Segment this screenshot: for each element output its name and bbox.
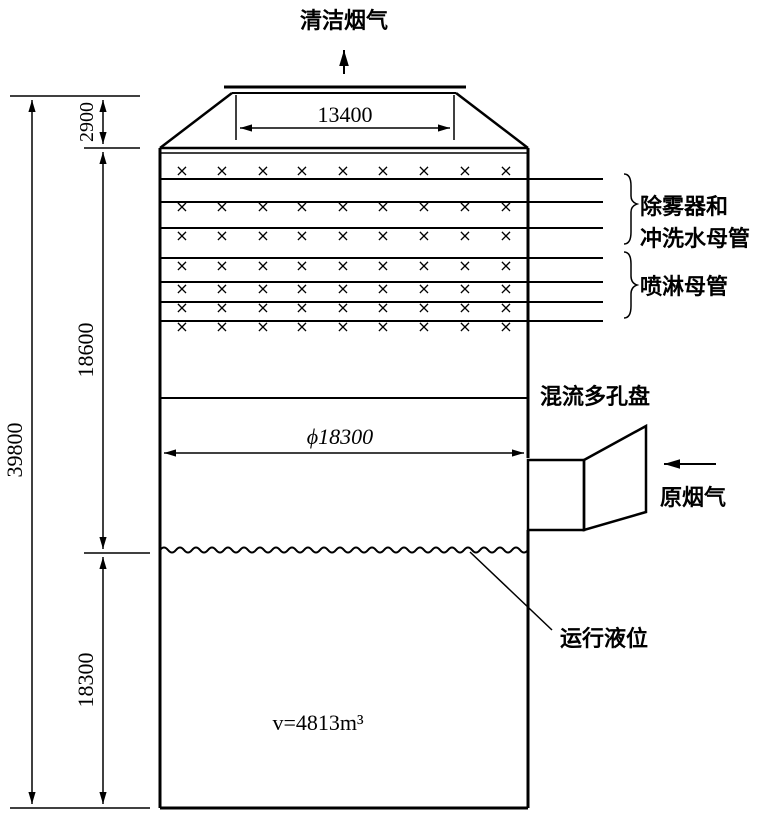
nozzle-mark: × xyxy=(336,226,349,245)
nozzle-mark: × xyxy=(499,197,512,216)
nozzle-mark: × xyxy=(215,298,228,317)
tray-label: 混流多孔盘 xyxy=(540,384,650,410)
nozzle-mark: × xyxy=(215,161,228,180)
nozzle-mark: × xyxy=(499,317,512,336)
nozzle-mark: × xyxy=(215,256,228,275)
raw-gas-label: 原烟气 xyxy=(660,485,726,511)
top-width-dimension xyxy=(235,95,455,140)
nozzle-mark: × xyxy=(295,197,308,216)
demister-bracket xyxy=(623,173,640,245)
bottom-height-label: 18300 xyxy=(73,653,98,708)
nozzle-mark: × xyxy=(175,298,188,317)
clean-gas-label: 清洁烟气 xyxy=(300,8,388,34)
nozzle-mark: × xyxy=(336,317,349,336)
nozzle-mark: × xyxy=(175,279,188,298)
nozzle-mark: × xyxy=(215,279,228,298)
nozzle-mark: × xyxy=(175,197,188,216)
nozzle-mark: × xyxy=(458,317,471,336)
nozzle-mark: × xyxy=(295,298,308,317)
header-lines xyxy=(160,178,603,322)
nozzle-mark: × xyxy=(295,317,308,336)
nozzle-mark: × xyxy=(295,279,308,298)
nozzle-mark: × xyxy=(256,226,269,245)
spray-nozzles: ××××××××××××××××××××××××××××××××××××××××… xyxy=(175,161,512,336)
spray-header-label: 喷淋母管 xyxy=(640,274,728,300)
nozzle-mark: × xyxy=(458,256,471,275)
nozzle-mark: × xyxy=(256,298,269,317)
nozzle-mark: × xyxy=(215,226,228,245)
inlet-duct xyxy=(526,423,648,532)
diameter-label: ϕ18300 xyxy=(307,424,373,449)
vertical-dimensions xyxy=(10,95,150,809)
nozzle-mark: × xyxy=(256,256,269,275)
nozzle-mark: × xyxy=(376,298,389,317)
middle-height-label: 18600 xyxy=(73,323,98,378)
nozzle-mark: × xyxy=(376,256,389,275)
nozzle-mark: × xyxy=(417,279,430,298)
level-leader xyxy=(469,551,553,631)
nozzle-mark: × xyxy=(175,226,188,245)
spray-bracket xyxy=(623,251,640,319)
nozzle-mark: × xyxy=(376,279,389,298)
tower-shell xyxy=(158,148,530,810)
cone-height-label: 2900 xyxy=(76,102,98,142)
nozzle-mark: × xyxy=(175,161,188,180)
top-width-label: 13400 xyxy=(318,102,373,127)
nozzle-mark: × xyxy=(499,256,512,275)
nozzle-mark: × xyxy=(417,256,430,275)
nozzle-mark: × xyxy=(376,226,389,245)
nozzle-mark: × xyxy=(175,317,188,336)
nozzle-mark: × xyxy=(458,279,471,298)
nozzle-mark: × xyxy=(376,161,389,180)
nozzle-mark: × xyxy=(499,298,512,317)
nozzle-mark: × xyxy=(499,279,512,298)
nozzle-mark: × xyxy=(336,161,349,180)
liquid-level-wave xyxy=(159,546,529,554)
nozzle-mark: × xyxy=(295,226,308,245)
nozzle-mark: × xyxy=(175,256,188,275)
demister-label-line2: 冲洗水母管 xyxy=(640,226,750,252)
nozzle-mark: × xyxy=(417,197,430,216)
nozzle-mark: × xyxy=(458,226,471,245)
demister-label-line1: 除雾器和 xyxy=(640,194,728,220)
nozzle-mark: × xyxy=(256,197,269,216)
nozzle-mark: × xyxy=(417,298,430,317)
outlet-cone xyxy=(159,85,529,154)
nozzle-mark: × xyxy=(458,197,471,216)
volume-label: v=4813m³ xyxy=(272,710,364,735)
nozzle-mark: × xyxy=(295,256,308,275)
nozzle-mark: × xyxy=(376,317,389,336)
nozzle-mark: × xyxy=(417,317,430,336)
nozzle-mark: × xyxy=(336,197,349,216)
nozzle-mark: × xyxy=(256,161,269,180)
nozzle-mark: × xyxy=(215,317,228,336)
nozzle-mark: × xyxy=(336,256,349,275)
nozzle-mark: × xyxy=(376,197,389,216)
nozzle-mark: × xyxy=(256,317,269,336)
nozzle-mark: × xyxy=(417,161,430,180)
nozzle-mark: × xyxy=(336,298,349,317)
nozzle-mark: × xyxy=(499,161,512,180)
nozzle-mark: × xyxy=(295,161,308,180)
nozzle-mark: × xyxy=(458,161,471,180)
nozzle-mark: × xyxy=(417,226,430,245)
nozzle-mark: × xyxy=(256,279,269,298)
level-label: 运行液位 xyxy=(560,626,648,652)
total-height-label: 39800 xyxy=(2,423,27,478)
nozzle-mark: × xyxy=(499,226,512,245)
nozzle-mark: × xyxy=(458,298,471,317)
nozzle-mark: × xyxy=(215,197,228,216)
nozzle-mark: × xyxy=(336,279,349,298)
